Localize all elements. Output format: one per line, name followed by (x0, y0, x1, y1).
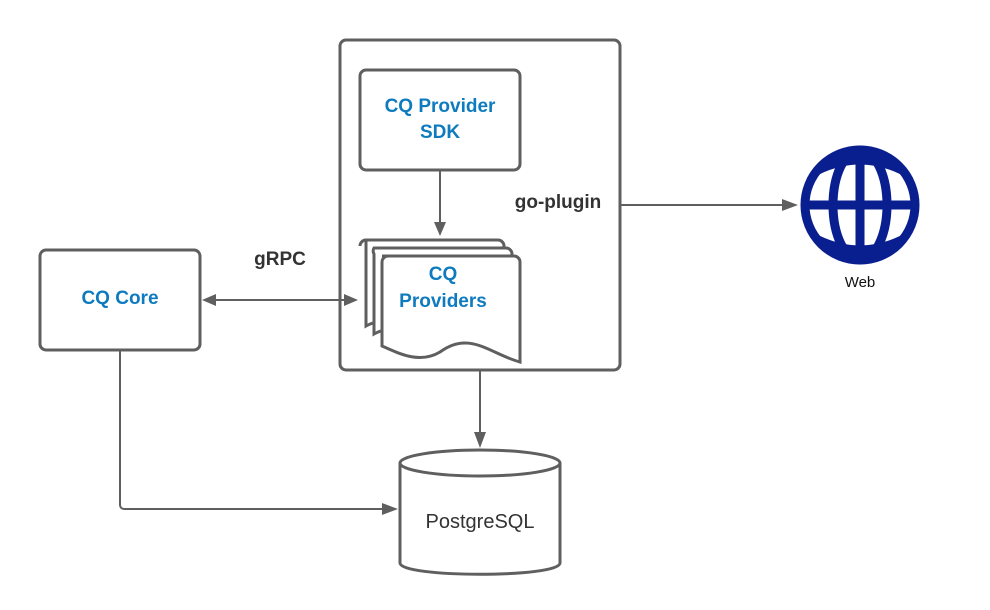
core-label: CQ Core (81, 288, 158, 309)
providers-node[interactable]: CQ Providers (358, 238, 522, 364)
provider-sdk-label-line2: SDK (420, 122, 460, 143)
plugin-to-db-arrow (474, 370, 486, 448)
providers-label-line1: CQ (429, 264, 458, 285)
core-node[interactable]: CQ Core (38, 248, 202, 352)
core-to-db-arrow (119, 350, 398, 515)
go-plugin-label: go-plugin (515, 192, 602, 213)
plugin-to-web-arrow (620, 199, 798, 211)
sdk-to-providers-arrow (434, 170, 446, 236)
web-label: Web (845, 274, 876, 291)
core-providers-grpc-arrow (202, 294, 358, 306)
providers-label-line2: Providers (399, 291, 487, 312)
globe-icon (800, 145, 920, 265)
postgresql-label: PostgreSQL (426, 511, 535, 533)
provider-sdk-label-line1: CQ Provider (385, 96, 496, 117)
grpc-label: gRPC (254, 249, 306, 270)
web-node[interactable]: Web (800, 145, 920, 291)
provider-sdk-node[interactable]: CQ Provider SDK (358, 68, 522, 172)
postgresql-node[interactable]: PostgreSQL (398, 448, 562, 576)
